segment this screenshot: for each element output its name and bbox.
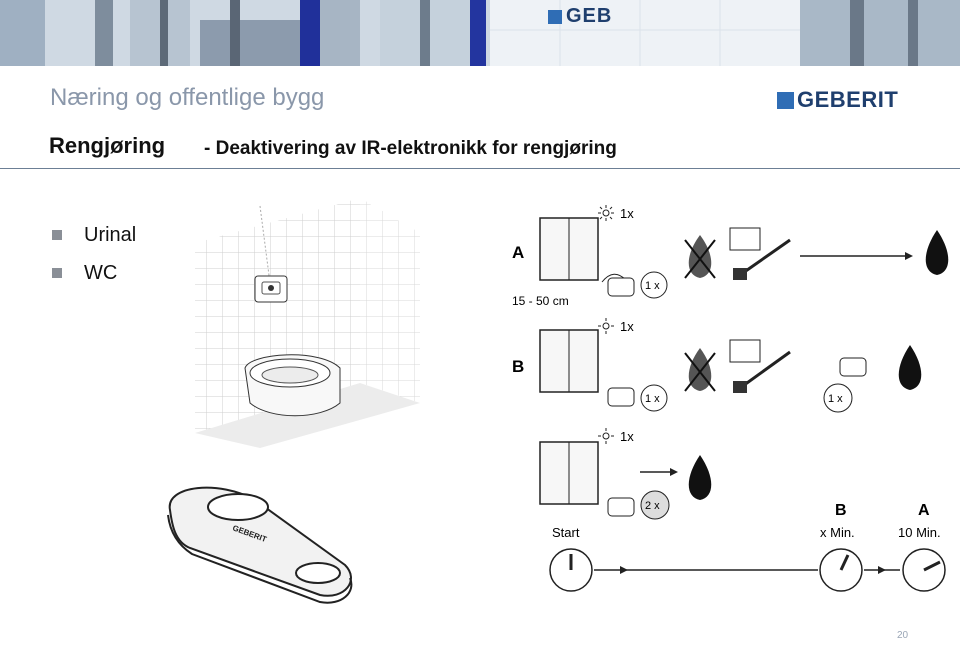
step-a-label: A [512, 243, 524, 262]
heading-divider [0, 168, 960, 169]
clock-a-icon [902, 548, 946, 592]
remote-hand-icon [607, 497, 635, 517]
section-title: Næring og offentlige bygg [50, 84, 325, 111]
banner-logo-text: GEB [566, 5, 613, 27]
step-a-row: A 1x 1 x 15 - 50 cm [512, 205, 949, 308]
step-a-flash: 1x [620, 206, 634, 221]
step-b-press-2: 1 x [828, 393, 843, 405]
distance-label: 15 - 50 cm [512, 294, 569, 308]
banner-illustration [0, 0, 960, 66]
remote-control-illustration: GEBERIT [167, 486, 353, 604]
no-flush-icon [684, 348, 716, 392]
bullet-list: Urinal WC [52, 216, 136, 292]
page-heading: Rengjøring [49, 133, 166, 158]
bullet-item-wc: WC [52, 254, 136, 292]
timeline-b-time: x Min. [820, 525, 855, 540]
remote-hand-icon [607, 387, 635, 407]
timeline-a-time: 10 Min. [898, 525, 941, 540]
no-flush-icon [684, 235, 716, 279]
step-c-press: 2 x [645, 500, 660, 512]
remote-hand-icon [839, 357, 867, 377]
water-drop-icon [688, 455, 712, 500]
logo-text: GEBERIT [797, 87, 899, 112]
clock-b-icon [819, 548, 863, 592]
header-banner-photo: GEB [0, 0, 960, 66]
logo-square-icon [777, 91, 794, 109]
bullet-label: WC [84, 261, 118, 284]
bullet-label: Urinal [84, 223, 137, 246]
bullet-square-icon [52, 230, 62, 240]
timeline-a-label: A [918, 502, 930, 519]
remote-hand-icon [607, 277, 635, 297]
timeline: Start B x Min. A 10 Min. [549, 502, 946, 592]
led-flash-icon [598, 428, 614, 444]
clock-start-icon [549, 548, 593, 592]
page-number: 20 [897, 630, 909, 641]
cleaning-brush-icon [729, 227, 791, 280]
water-drop-icon [925, 230, 949, 275]
bullet-item-urinal: Urinal [52, 216, 136, 254]
step-a-press: 1 x [645, 280, 660, 292]
cleaning-brush-icon [729, 339, 791, 393]
instruction-diagram: A 1x 1 x 15 - 50 cm B [512, 205, 949, 592]
step-b-press: 1 x [645, 393, 660, 405]
page-subheading: - Deaktivering av IR-elektronikk for ren… [204, 138, 617, 159]
led-flash-icon [598, 318, 614, 334]
timeline-start: Start [552, 525, 580, 540]
step-b-row: B 1x 1 x 1 x [512, 318, 922, 413]
step-c-row: 1x 2 x [539, 428, 712, 520]
wc-illustration [195, 198, 420, 448]
geberit-logo: GEBERIT [777, 87, 899, 112]
step-b-label: B [512, 357, 524, 376]
timeline-b-label: B [835, 502, 847, 519]
bullet-square-icon [52, 268, 62, 278]
water-drop-icon [898, 345, 922, 390]
led-flash-icon [598, 205, 614, 221]
step-c-flash: 1x [620, 429, 634, 444]
step-b-flash: 1x [620, 319, 634, 334]
